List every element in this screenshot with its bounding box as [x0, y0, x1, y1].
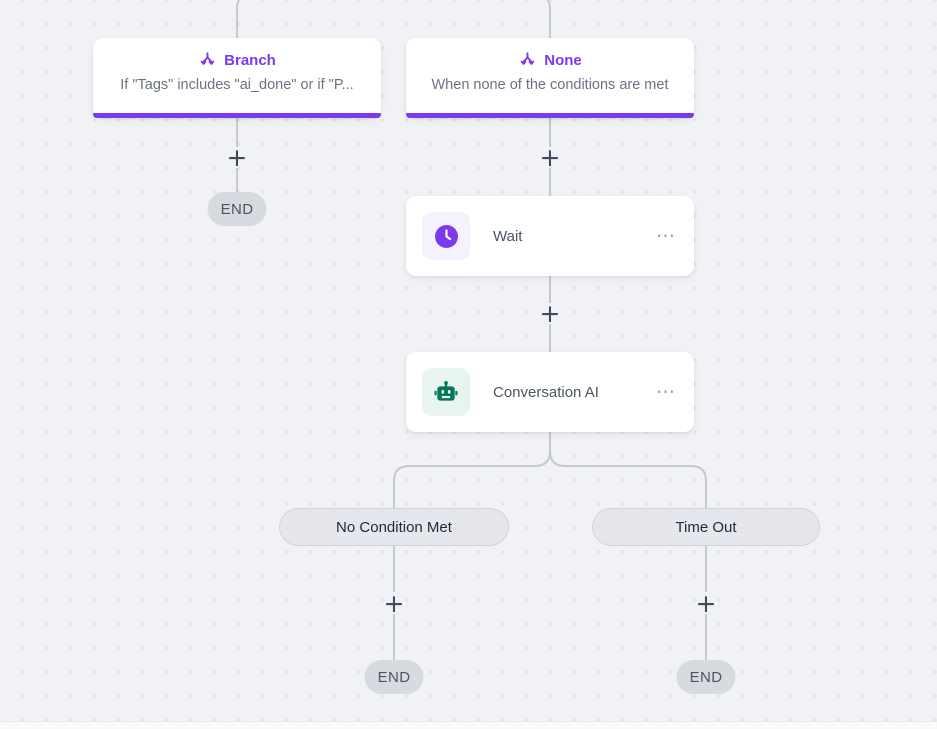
robot-icon: [422, 368, 470, 416]
add-step-button[interactable]: +: [539, 298, 561, 328]
add-step-button[interactable]: +: [383, 588, 405, 618]
wait-card-label: Wait: [493, 227, 523, 245]
branch-card-accent-bar: [93, 113, 381, 118]
wait-action-card[interactable]: Wait ⋯: [406, 196, 694, 276]
outcome-pill-time-out: Time Out: [592, 508, 820, 546]
conversation-ai-action-card[interactable]: Conversation AI ⋯: [406, 352, 694, 432]
none-card-accent-bar: [406, 113, 694, 118]
branch-split-icon: [198, 51, 217, 70]
branch-card-subtitle: If "Tags" includes "ai_done" or if "P...: [120, 77, 354, 93]
end-terminator: END: [364, 660, 424, 694]
none-card-title: None: [544, 52, 582, 69]
outcome-pill-no-condition-met: No Condition Met: [279, 508, 509, 546]
end-terminator: END: [676, 660, 736, 694]
branch-split-icon: [518, 51, 537, 70]
clock-icon: [422, 212, 470, 260]
card-menu-icon[interactable]: ⋯: [656, 225, 676, 247]
none-card-subtitle: When none of the conditions are met: [431, 77, 669, 93]
card-menu-icon[interactable]: ⋯: [656, 381, 676, 403]
canvas-bottom-edge: [0, 721, 937, 729]
add-step-button[interactable]: +: [226, 142, 248, 172]
conversation-ai-card-label: Conversation AI: [493, 383, 599, 401]
branch-card-title: Branch: [224, 52, 276, 69]
add-step-button[interactable]: +: [539, 142, 561, 172]
branch-condition-card[interactable]: Branch If "Tags" includes "ai_done" or i…: [93, 38, 381, 118]
end-terminator: END: [207, 192, 267, 226]
add-step-button[interactable]: +: [695, 588, 717, 618]
none-condition-card[interactable]: None When none of the conditions are met: [406, 38, 694, 118]
